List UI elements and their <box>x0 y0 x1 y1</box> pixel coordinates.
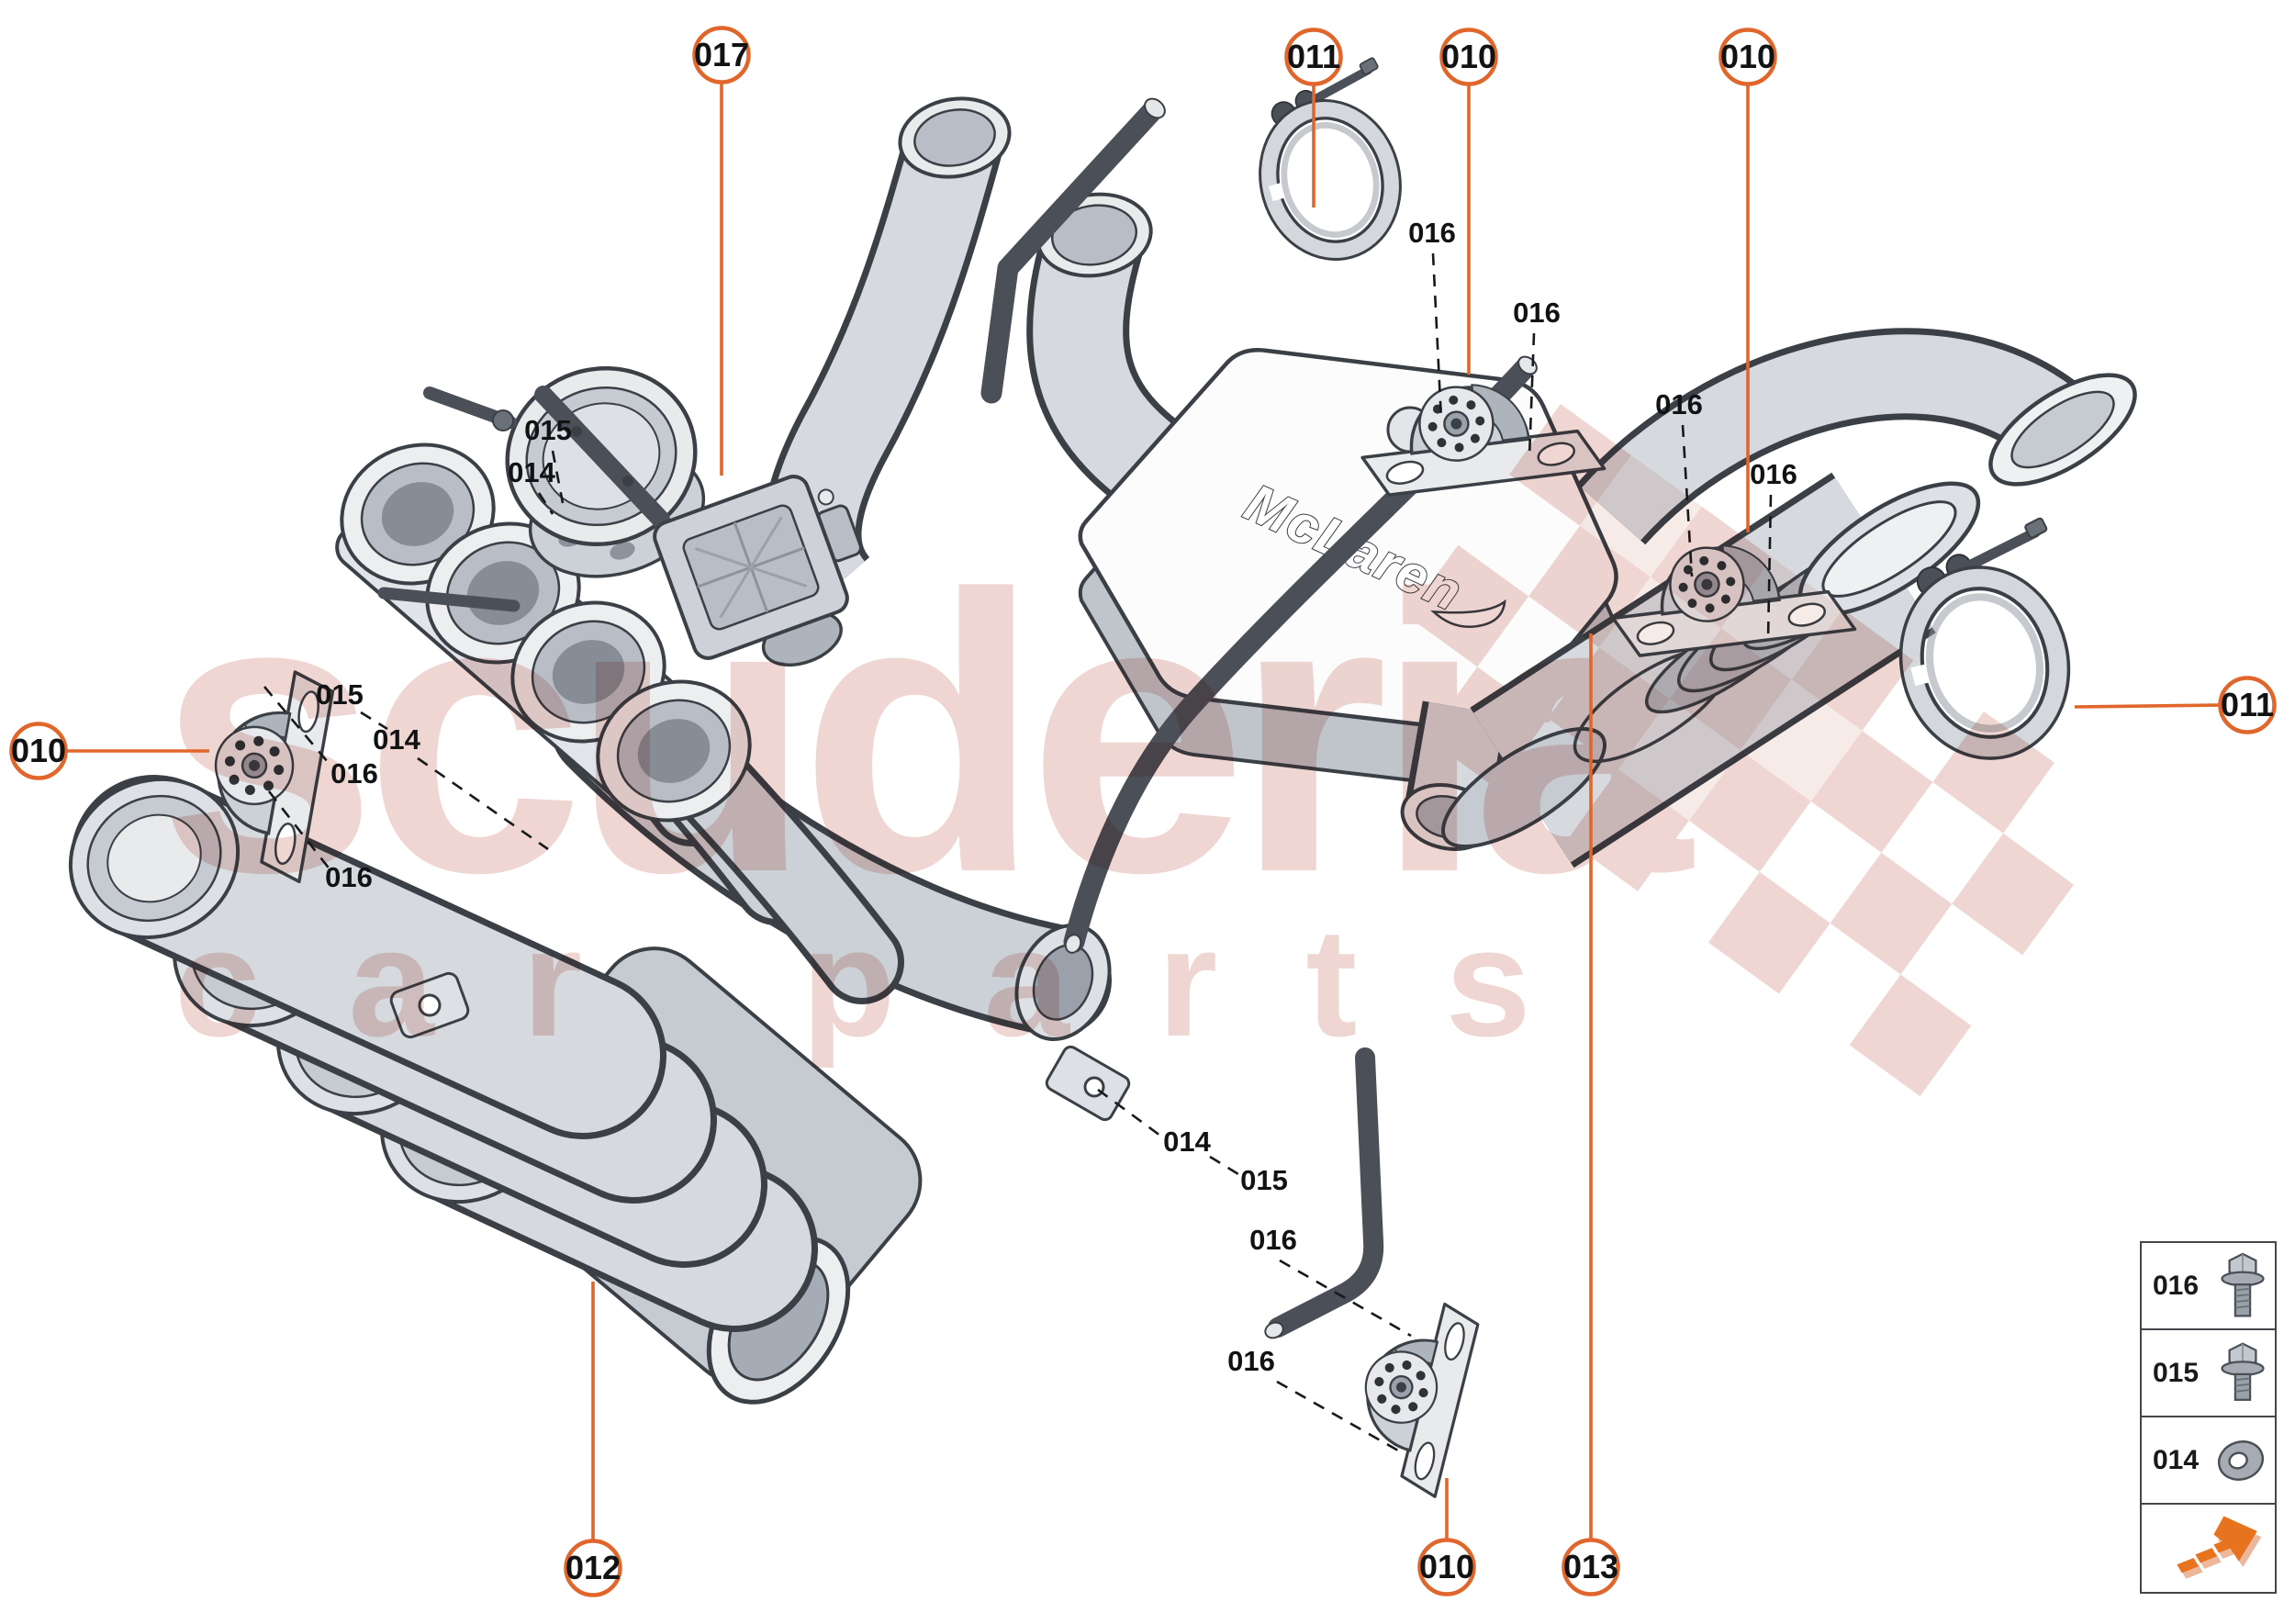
part-label-014: 014 <box>1097 1088 1212 1158</box>
valve-actuator-motor <box>653 475 862 667</box>
linkage-rod-bottom <box>1264 1047 1384 1339</box>
scuderia-arrow-logo <box>2177 1515 2262 1579</box>
part-label-text: 015 <box>316 678 364 711</box>
part-label-text: 014 <box>508 456 555 488</box>
callout-bubble[interactable] <box>1439 28 1498 86</box>
part-label-text: 016 <box>1227 1345 1275 1377</box>
part-label-dash-line <box>1279 1259 1412 1338</box>
part-label-dash-line <box>1276 1380 1405 1456</box>
bellmouth-4 <box>596 679 752 823</box>
part-label-text: 016 <box>1249 1224 1297 1256</box>
part-label-016: 016 <box>263 686 378 790</box>
callout-number: 011 <box>2221 686 2274 723</box>
legend-row-016: 016 <box>2142 1243 2275 1330</box>
part-label-text: 016 <box>1750 458 1797 490</box>
legend-label: 016 <box>2153 1270 2200 1301</box>
legend-row-logo <box>2142 1505 2275 1592</box>
callout-bubble[interactable] <box>692 26 751 84</box>
legend-table: 016 015 <box>2140 1241 2277 1594</box>
callout-010[interactable]: 010 <box>1718 28 1777 533</box>
callout-number: 017 <box>694 36 749 73</box>
linkage-rod-top <box>980 97 1166 404</box>
part-label-dash-line <box>1209 1155 1239 1176</box>
exhaust-manifold <box>335 442 1131 1122</box>
flange-bolt-short-icon <box>2221 1341 2265 1401</box>
callout-leader-line <box>2074 703 2221 709</box>
tailpipe-1 <box>68 775 666 1139</box>
watermark-checkered-flag <box>1406 404 2075 1097</box>
part-label-016: 016 <box>267 790 373 893</box>
callout-013[interactable]: 013 <box>1562 633 1620 1596</box>
part-label-text: 016 <box>330 757 378 790</box>
callout-number: 010 <box>1419 1548 1474 1585</box>
callout-bubble[interactable] <box>1718 28 1777 86</box>
part-label-dash-line <box>417 756 549 851</box>
part-label-dash-line <box>360 711 388 731</box>
part-label-016: 016 <box>1227 1345 1405 1456</box>
legend-row-014: 014 <box>2142 1417 2275 1505</box>
part-label-text: 016 <box>1655 388 1703 420</box>
callout-number: 010 <box>1720 38 1775 75</box>
callout-010[interactable]: 010 <box>9 722 209 780</box>
part-label-016: 016 <box>1249 1224 1412 1338</box>
callout-012[interactable]: 012 <box>564 1282 622 1597</box>
callout-number: 013 <box>1563 1548 1618 1585</box>
legend-label: 014 <box>2153 1444 2200 1475</box>
flange-bolt-long-icon <box>2221 1252 2265 1317</box>
watermark: scuderia car parts <box>158 404 2075 1097</box>
part-label-016: 016 <box>1513 297 1561 458</box>
callout-bubble[interactable] <box>564 1539 622 1597</box>
part-label-dash-line <box>1766 494 1773 642</box>
part-label-015: 015 <box>316 678 388 731</box>
legend-row-015: 015 <box>2142 1330 2275 1417</box>
callout-bubble[interactable] <box>9 722 68 780</box>
callout-010[interactable]: 010 <box>1417 1478 1476 1596</box>
callout-number: 012 <box>565 1549 621 1586</box>
callout-number: 010 <box>11 732 66 769</box>
part-label-text: 016 <box>325 861 373 893</box>
part-label-dash-line <box>1528 332 1536 458</box>
washer-icon <box>2217 1439 2265 1481</box>
callout-bubble[interactable] <box>1284 28 1343 86</box>
part-label-015: 015 <box>1209 1155 1288 1196</box>
part-label-text: 014 <box>373 723 420 756</box>
callout-number: 010 <box>1441 38 1496 75</box>
part-label-text: 015 <box>1240 1164 1288 1196</box>
part-label-dash-line <box>537 492 554 515</box>
part-label-016: 016 <box>1750 458 1797 642</box>
part-label-text: 015 <box>524 414 572 446</box>
callout-011[interactable]: 011 <box>2074 676 2277 734</box>
part-label-016: 016 <box>1408 217 1456 421</box>
tail-connecting-pipe <box>1576 328 2137 545</box>
part-label-text: 016 <box>1513 297 1561 329</box>
exhaust-valve-body <box>423 365 862 667</box>
part-label-dash-line <box>263 686 333 768</box>
part-label-014: 014 <box>508 456 556 515</box>
callout-bubble[interactable] <box>2218 676 2277 734</box>
part-label-014: 014 <box>373 723 549 851</box>
part-label-015: 015 <box>524 414 572 504</box>
part-label-text: 014 <box>1163 1126 1211 1158</box>
part-label-dash-line <box>551 450 565 504</box>
part-label-dash-line <box>267 790 332 871</box>
part-label-016: 016 <box>1655 388 1703 577</box>
part-label-dash-line <box>1097 1088 1161 1137</box>
watermark-subtitle: car parts <box>174 896 1619 1069</box>
part-label-dash-line <box>1431 252 1443 421</box>
quad-tailpipe-assembly <box>68 775 923 1405</box>
callout-011[interactable]: 011 <box>1284 28 1343 208</box>
part-label-dash-line <box>1681 424 1694 577</box>
legend-label: 015 <box>2153 1357 2200 1388</box>
callout-017[interactable]: 017 <box>692 26 751 476</box>
callout-number: 011 <box>1287 38 1340 75</box>
callout-bubble[interactable] <box>1562 1538 1620 1596</box>
part-label-text: 016 <box>1408 217 1456 249</box>
callout-010[interactable]: 010 <box>1439 28 1498 375</box>
callout-bubble[interactable] <box>1417 1538 1476 1596</box>
